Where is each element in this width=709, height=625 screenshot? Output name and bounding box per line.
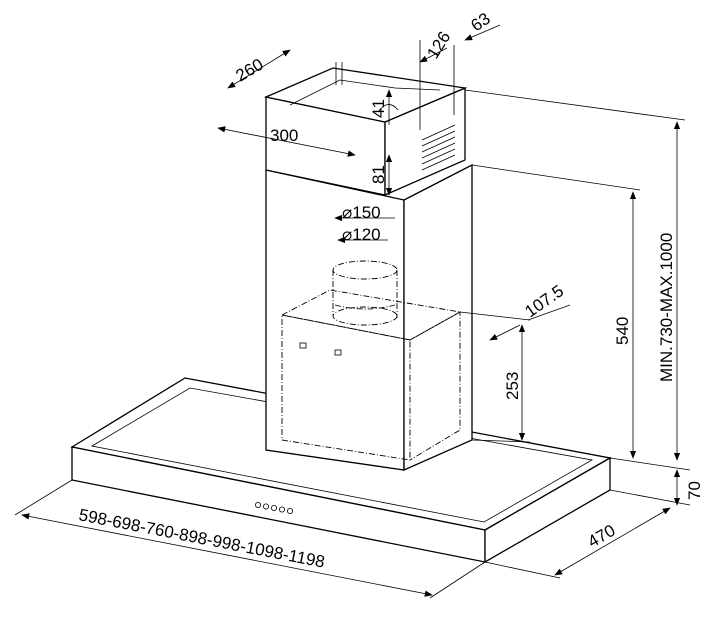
dim-260: 260 [233, 55, 267, 86]
dim-70: 70 [685, 481, 704, 500]
dim-63: 63 [467, 9, 493, 35]
control-button[interactable] [278, 506, 285, 513]
motor-unit [280, 260, 462, 461]
dim-41: 41 [369, 99, 388, 118]
control-button[interactable] [254, 501, 261, 508]
dim-107-5: 107.5 [521, 281, 567, 321]
dim-diameter-150: ⌀150 [342, 203, 381, 222]
dim-81: 81 [369, 165, 388, 184]
dim-diameter-120: ⌀120 [342, 225, 381, 244]
dimension-lines [14, 24, 691, 599]
dim-300: 300 [270, 126, 298, 145]
dim-253: 253 [503, 372, 522, 400]
dim-470: 470 [585, 521, 619, 552]
control-button[interactable] [262, 503, 269, 510]
control-button[interactable] [270, 504, 277, 511]
dim-540: 540 [613, 317, 632, 345]
vent-grille [421, 124, 456, 171]
lower-chimney [265, 163, 473, 471]
dim-126: 126 [423, 28, 454, 62]
dim-total-height: MIN.730-MAX.1000 [657, 233, 676, 382]
